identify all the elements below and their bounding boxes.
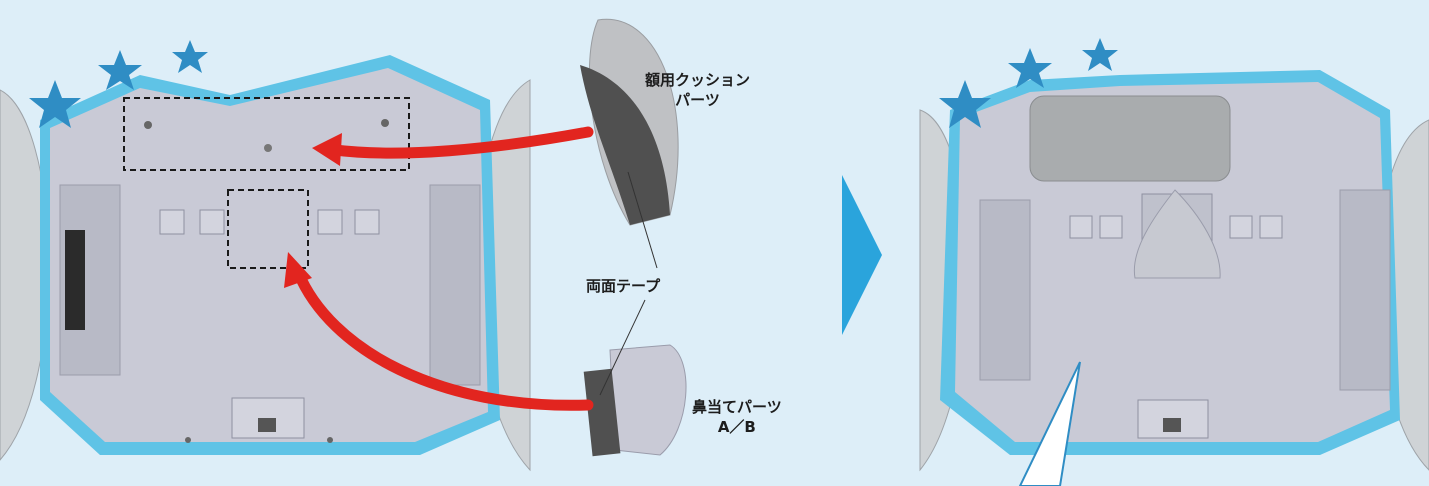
attached-forehead-cushion — [1029, 95, 1231, 182]
star-icon — [1008, 48, 1052, 88]
nose-pad-label: 鼻当てパーツ A／B — [692, 398, 782, 436]
headset-body — [50, 68, 488, 442]
attached-nose-pad — [1133, 189, 1221, 279]
callout-pointer — [1018, 361, 1081, 486]
tape-strip — [580, 65, 670, 225]
star-icon — [98, 50, 142, 90]
headset-after-image — [919, 0, 1429, 486]
nose-target-area — [227, 189, 309, 269]
tape-strip — [583, 368, 621, 457]
arrow-to-nose — [292, 266, 594, 411]
star-icon — [29, 80, 81, 128]
star-icon — [939, 80, 991, 128]
star-icon — [1082, 38, 1118, 71]
double-sided-tape-label: 両面テープ — [586, 277, 661, 295]
arrow-to-forehead — [329, 126, 594, 159]
forehead-cushion-label: 額用クッション パーツ — [645, 71, 751, 109]
forehead-target-area — [123, 97, 410, 171]
nose-pad-illustration — [609, 344, 687, 456]
star-icon — [172, 40, 208, 73]
next-step-arrow-icon — [830, 0, 920, 486]
parts-image: 額用クッション パーツ 両面テープ 鼻当てパーツ A／B — [520, 0, 830, 486]
